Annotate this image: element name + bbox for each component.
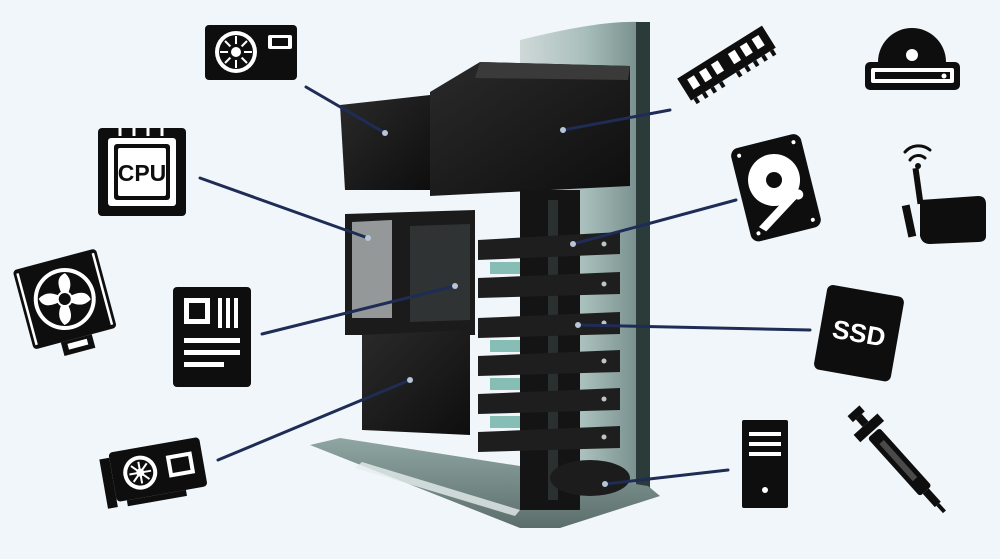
connector-motherboard — [260, 284, 457, 336]
psu-module — [340, 95, 430, 190]
wifi-card-icon — [901, 144, 986, 244]
spine-channel — [548, 200, 558, 500]
lower-chamber — [362, 330, 470, 435]
motherboard-icon — [173, 287, 251, 387]
pc-case — [310, 21, 660, 528]
hard-drive-icon — [731, 134, 821, 242]
connector-dots — [365, 127, 608, 487]
connectors — [198, 85, 812, 486]
top-drive-lid — [475, 62, 630, 80]
cpu-icon: CPU — [98, 128, 186, 216]
connector-ram — [561, 108, 672, 132]
cpu-cooler-icon — [13, 249, 116, 357]
connector-cpu — [198, 176, 370, 240]
connector-gpu — [216, 378, 412, 462]
ram-icon — [677, 25, 777, 105]
tray-glass-window — [352, 220, 392, 318]
top-drive-module — [430, 62, 630, 196]
connector-ssd — [576, 323, 812, 332]
thermal-paste-icon — [847, 405, 946, 514]
ssd-icon: SSD — [814, 285, 904, 382]
drive-bays — [478, 232, 620, 452]
connector-tower — [603, 468, 730, 486]
cpu-icon-label: CPU — [118, 160, 167, 186]
glass-panel-edge — [636, 22, 650, 490]
connector-hdd — [571, 198, 738, 246]
tray-inner — [410, 224, 470, 322]
pc-tower-icon — [742, 420, 788, 508]
base-highlight — [355, 462, 520, 516]
connector-psu — [304, 85, 387, 135]
graphics-card-icon — [99, 437, 207, 509]
base-fan — [550, 460, 630, 496]
optical-drive-icon — [865, 28, 960, 90]
power-supply-icon — [205, 25, 297, 80]
